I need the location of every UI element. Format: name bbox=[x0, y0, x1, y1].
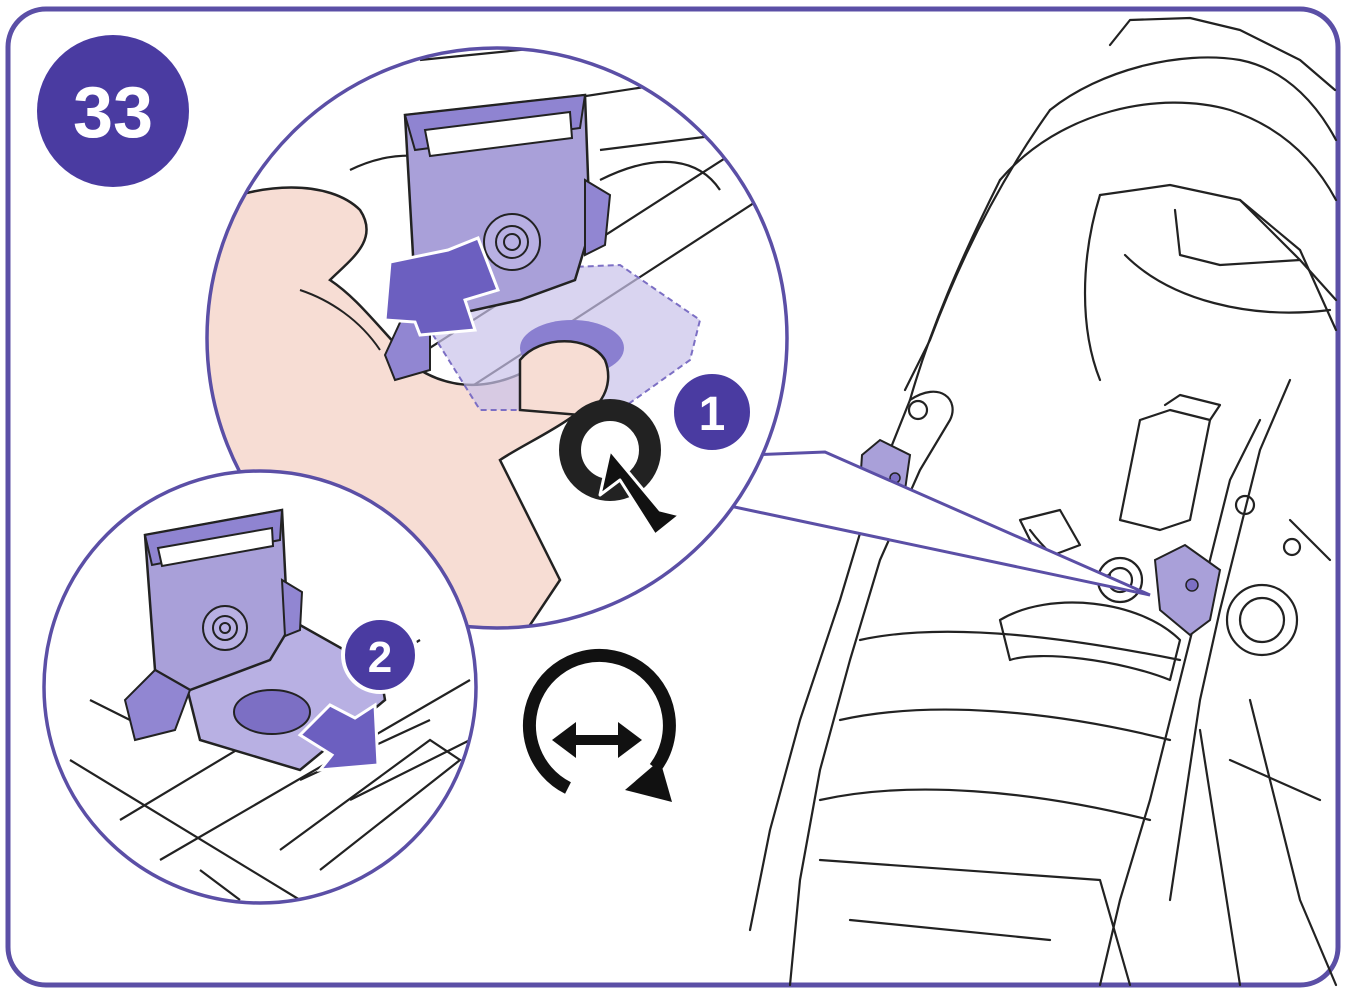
press-button-icon bbox=[559, 399, 682, 537]
stroller-illustration bbox=[748, 16, 1338, 987]
push-arrow-top bbox=[383, 236, 500, 337]
push-arrow-bottom bbox=[297, 702, 380, 772]
callout-2: 2 bbox=[341, 616, 419, 694]
callout-1: 1 bbox=[670, 370, 754, 454]
callout-2-label: 2 bbox=[368, 633, 392, 682]
step-number-badge: 33 bbox=[37, 35, 189, 187]
step-number: 33 bbox=[73, 73, 153, 153]
stroller-adapter-right bbox=[1153, 543, 1222, 637]
zoom-detail-bottom bbox=[42, 469, 478, 905]
callout-1-label: 1 bbox=[699, 388, 726, 441]
rotate-bidirectional-icon bbox=[522, 648, 676, 802]
